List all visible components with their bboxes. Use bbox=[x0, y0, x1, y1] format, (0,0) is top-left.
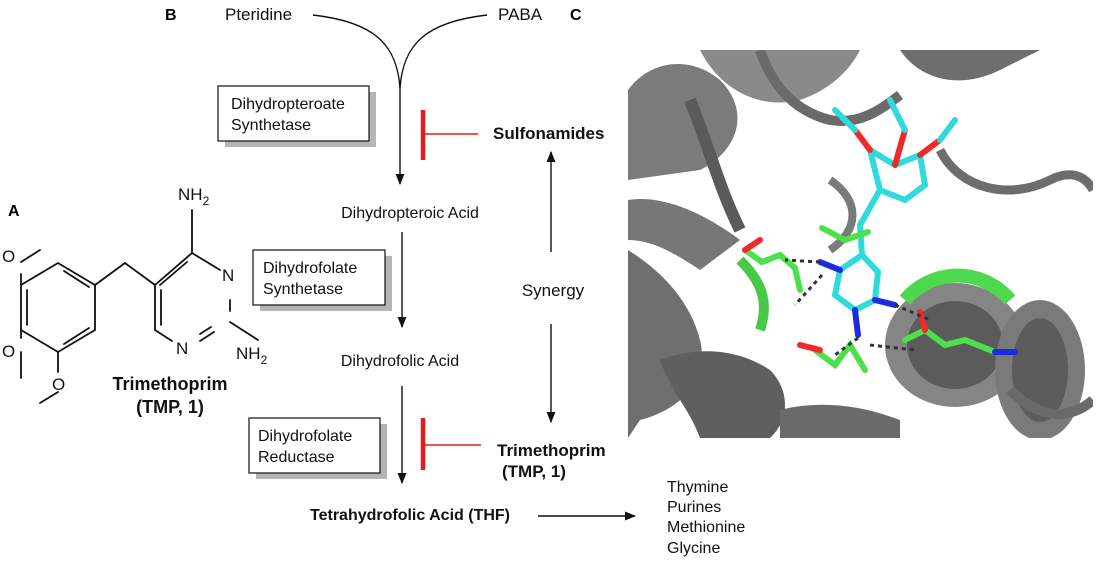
amine-top: NH2 bbox=[178, 185, 210, 208]
dihydrofolic-acid-label: Dihydrofolic Acid bbox=[341, 353, 459, 370]
product-item: Methionine bbox=[667, 519, 745, 536]
protein-ribbon bbox=[700, 50, 860, 103]
panel-label-c: C bbox=[570, 7, 582, 24]
thf-label: Tetrahydrofolic Acid (THF) bbox=[310, 507, 510, 524]
svg-text:Dihydropteroate: Dihydropteroate bbox=[231, 96, 345, 113]
products-list: Thymine Purines Methionine Glycine bbox=[667, 479, 745, 557]
enzyme-box-1: Dihydropteroate Synthetase bbox=[217, 85, 376, 147]
trimethoprim-structure: O O O N N NH2 NH2 Trimethoprim (TMP, 1) bbox=[2, 185, 268, 417]
product-item: Thymine bbox=[667, 479, 728, 496]
atom-o-2: O bbox=[2, 342, 15, 361]
svg-text:Dihydrofolate: Dihydrofolate bbox=[263, 260, 357, 277]
dihydropteroic-acid-label: Dihydropteroic Acid bbox=[341, 205, 479, 222]
protein-ribbon bbox=[660, 351, 785, 438]
trimethoprim-label: Trimethoprim bbox=[497, 441, 606, 460]
hydrogen-bonds bbox=[784, 258, 931, 357]
enzyme-box-3: Dihydrofolate Reductase bbox=[248, 417, 387, 479]
paba-label: PABA bbox=[498, 5, 543, 24]
inhibition-trimethoprim bbox=[420, 418, 481, 470]
panel-label-b: B bbox=[165, 7, 177, 24]
svg-text:Synthetase: Synthetase bbox=[231, 117, 311, 134]
panel-label-a: A bbox=[8, 203, 20, 220]
atom-n-2: N bbox=[176, 339, 188, 358]
atom-o-1: O bbox=[2, 247, 15, 266]
protein-ribbon bbox=[628, 199, 740, 270]
svg-text:Dihydrofolate: Dihydrofolate bbox=[258, 428, 352, 445]
binding-site-render bbox=[628, 50, 1093, 438]
amine-right: NH2 bbox=[236, 344, 268, 367]
molecule-name: Trimethoprim bbox=[112, 374, 227, 394]
protein-ribbon bbox=[900, 50, 1040, 81]
enzyme-box-2: Dihydrofolate Synthetase bbox=[252, 249, 392, 311]
molecule-abbrev: (TMP, 1) bbox=[136, 397, 204, 417]
folate-pathway: Pteridine PABA Dihydropteroic Acid Dihyd… bbox=[217, 5, 745, 557]
product-item: Purines bbox=[667, 499, 721, 516]
synergy-label: Synergy bbox=[522, 281, 585, 300]
pteridine-curve bbox=[312, 14, 401, 89]
paba-curve bbox=[399, 14, 488, 89]
ligand-sticks bbox=[817, 97, 958, 338]
sulfonamides-label: Sulfonamides bbox=[493, 124, 604, 143]
atom-n-1: N bbox=[222, 266, 234, 285]
product-item: Glycine bbox=[667, 540, 720, 557]
benzene-ring bbox=[20, 261, 96, 354]
svg-text:Synthetase: Synthetase bbox=[263, 281, 343, 298]
atom-o-3: O bbox=[52, 375, 65, 394]
svg-text:Reductase: Reductase bbox=[258, 449, 335, 466]
pteridine-label: Pteridine bbox=[225, 5, 292, 24]
trimethoprim-abbrev: (TMP, 1) bbox=[502, 462, 566, 481]
inhibition-sulfonamides bbox=[420, 110, 478, 160]
